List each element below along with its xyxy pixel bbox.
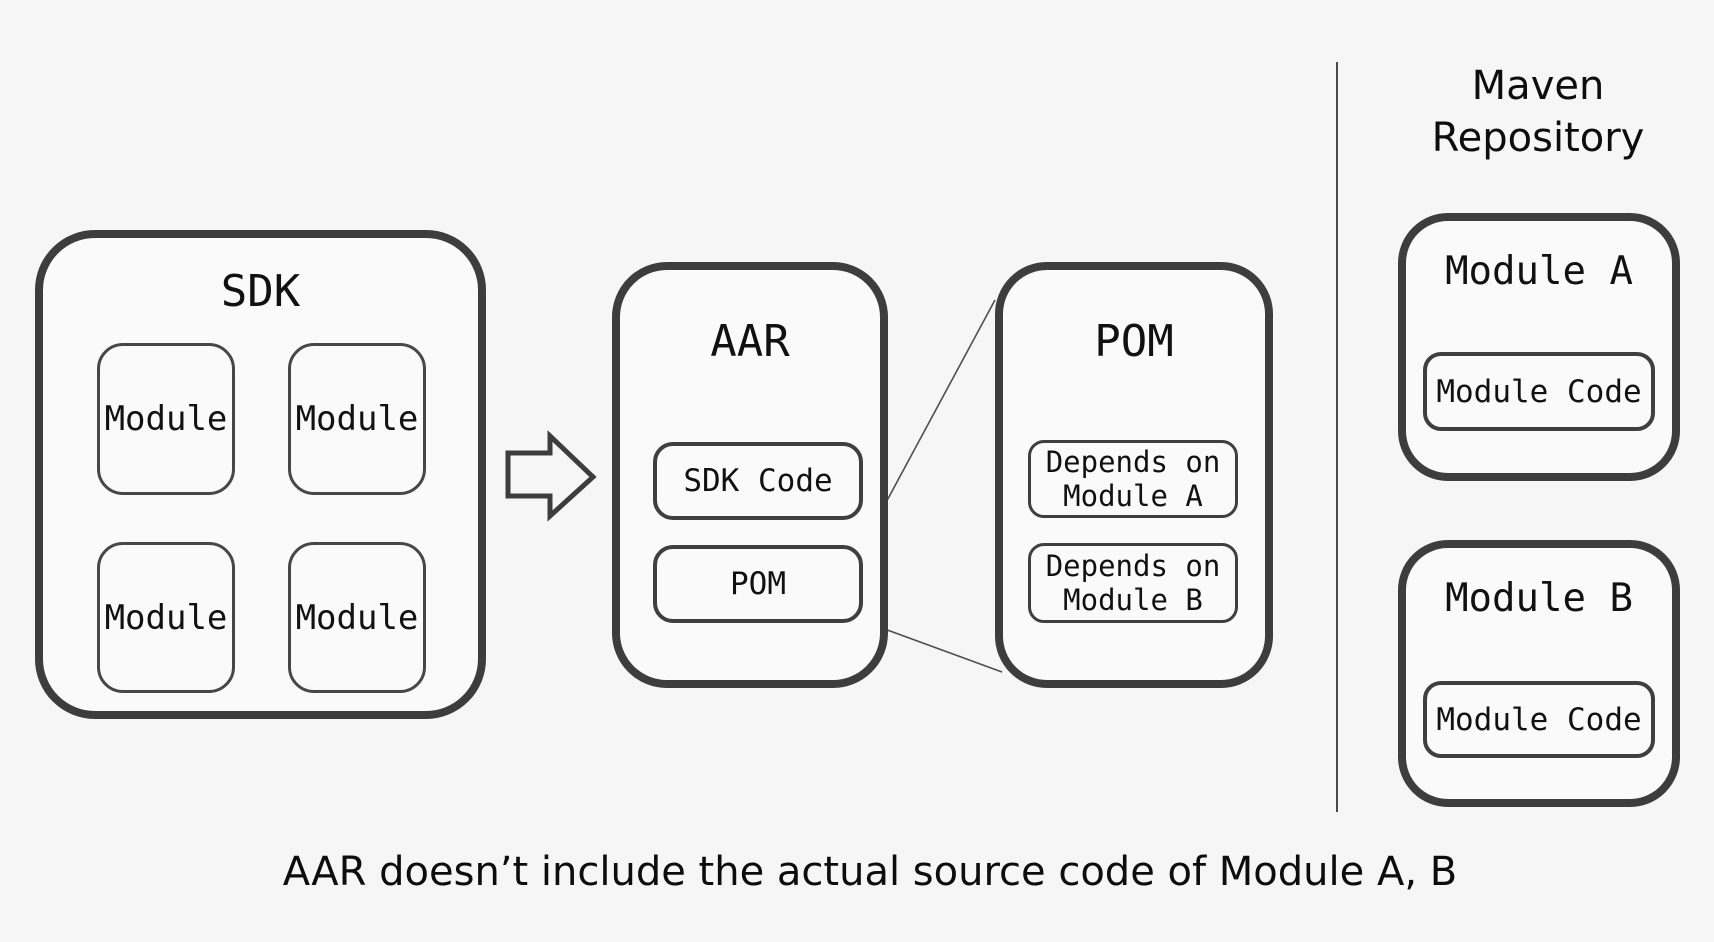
sdk-code-chip: SDK Code	[653, 442, 863, 520]
sdk-module-box-1: Module	[97, 343, 235, 495]
right-arrow-icon	[505, 430, 597, 522]
aar-title: AAR	[710, 316, 790, 367]
depends-on-module-b-line1: Depends on	[1045, 549, 1221, 583]
maven-repository-title-line2: Repository	[1431, 115, 1645, 161]
sdk-module-box-2: Module	[288, 343, 426, 495]
depends-on-module-a-line1: Depends on	[1045, 445, 1221, 479]
maven-module-b-title: Module B	[1445, 576, 1633, 621]
sdk-title: SDK	[220, 266, 301, 317]
maven-module-a-box: Module A Module Code	[1398, 213, 1680, 481]
pom-chip: POM	[653, 545, 863, 623]
maven-module-b-box: Module B Module Code	[1398, 540, 1680, 807]
sdk-box: SDK Module Module Module Module	[35, 230, 486, 719]
maven-module-a-code-chip: Module Code	[1423, 352, 1655, 431]
maven-module-b-code-chip: Module Code	[1423, 681, 1655, 758]
maven-repository-title-line1: Maven	[1471, 63, 1605, 109]
pom-box: POM Depends on Module A Depends on Modul…	[995, 262, 1273, 688]
depends-on-module-b-line2: Module B	[1063, 583, 1203, 617]
sdk-module-box-4: Module	[288, 542, 426, 693]
caption: AAR doesn’t include the actual source co…	[282, 849, 1458, 895]
aar-box: AAR SDK Code POM	[612, 262, 888, 688]
maven-module-a-title: Module A	[1445, 249, 1633, 294]
depends-on-module-a-chip: Depends on Module A	[1028, 440, 1238, 518]
maven-section-divider	[1336, 62, 1338, 812]
depends-on-module-a-line2: Module A	[1063, 479, 1203, 513]
sdk-module-box-3: Module	[97, 542, 235, 693]
maven-repository-title: Maven Repository	[1363, 60, 1713, 164]
depends-on-module-b-chip: Depends on Module B	[1028, 543, 1238, 623]
pom-title: POM	[1094, 316, 1174, 367]
